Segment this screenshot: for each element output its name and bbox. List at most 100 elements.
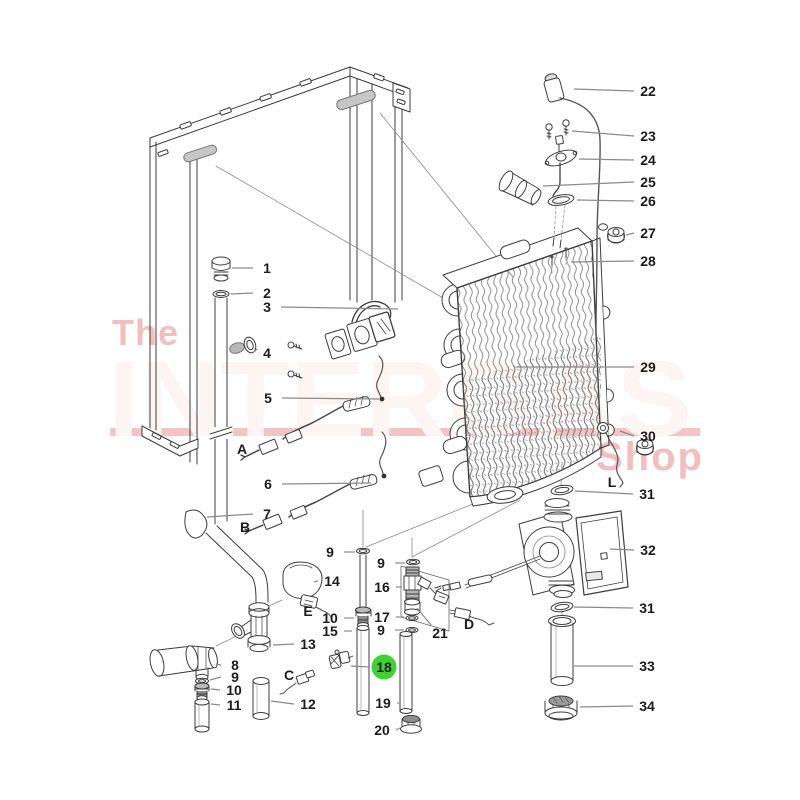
part-label-3: 3 [263, 299, 399, 315]
nut-20 [402, 714, 420, 724]
part-label-9: 9 [377, 622, 404, 638]
part-number-text: 9 [377, 555, 385, 571]
leader-line [571, 130, 635, 137]
part-label-24: 24 [578, 152, 656, 168]
pump-32 [434, 498, 629, 598]
part-label-C: C [284, 667, 294, 683]
part-number-text: 10 [322, 610, 338, 626]
part-label-33: 33 [574, 658, 655, 674]
part-number-text: 1 [263, 260, 271, 276]
part-number-text: 21 [432, 625, 448, 641]
wire-e [315, 606, 332, 618]
part-number-text: 25 [640, 174, 656, 190]
part-number-text: 33 [639, 658, 655, 674]
leader-line [609, 548, 635, 551]
leader-line [542, 181, 635, 187]
part-label-10: 10 [210, 682, 242, 698]
part-label-14: 14 [313, 573, 340, 589]
mounting-pin [336, 89, 376, 111]
part-label-L: L [608, 474, 617, 490]
part-label-31: 31 [574, 486, 655, 502]
part-number-text: 13 [300, 636, 316, 652]
sleeve-21 [404, 598, 420, 606]
electrode-upper [240, 355, 385, 461]
part-label-10: 10 [322, 610, 354, 626]
elbow-7 [184, 509, 208, 539]
pipe-19 [399, 631, 413, 637]
pipe-15 [356, 625, 370, 631]
part-label-8: 8 [215, 657, 239, 673]
casing-back-panel [141, 66, 411, 465]
part-number-text: 29 [640, 359, 656, 375]
leader-line [395, 727, 401, 731]
part-label-19: 19 [375, 695, 399, 711]
part-number-text: 7 [263, 506, 271, 522]
part-number-text: 23 [640, 128, 656, 144]
leader-line [574, 490, 634, 495]
part-number-text: 20 [374, 722, 390, 738]
flange-nut-27 [598, 223, 625, 244]
part-number-text: 15 [322, 623, 338, 639]
part-label-9: 9 [377, 555, 405, 571]
leader-line [573, 606, 634, 609]
part-number-text: 18 [376, 659, 392, 675]
leader-line [206, 513, 254, 518]
part-number-text: 14 [324, 573, 340, 589]
leader-line [350, 665, 371, 668]
o-ring-31-top [550, 484, 574, 496]
watermark-underline [110, 428, 700, 436]
leader-line [281, 482, 372, 485]
leader-line [578, 158, 635, 161]
screw-23 [545, 123, 553, 131]
part-label-12: 12 [270, 696, 316, 712]
part-label-6: 6 [264, 476, 372, 492]
leader-line [252, 348, 258, 354]
o-ring-31-bottom [550, 601, 574, 613]
leader-line [570, 260, 635, 263]
o-ring-17 [405, 614, 419, 622]
highlight-circle [371, 654, 397, 680]
part-number-text: B [240, 519, 250, 535]
fitting-10 [194, 682, 210, 690]
gasket-2 [212, 290, 230, 298]
electrode-mount-parts [498, 119, 578, 249]
leader-line [416, 607, 432, 626]
gasket-26 [547, 194, 575, 206]
part-label-21: 21 [416, 607, 448, 641]
part-number-text: 8 [231, 657, 239, 673]
part-number-text: C [284, 667, 294, 683]
part-label-13: 13 [272, 636, 316, 652]
fitting-10 [355, 606, 371, 614]
part-label-E: E [303, 603, 312, 619]
leader-line [272, 643, 295, 646]
part-number-text: 9 [231, 669, 239, 685]
part-label-16: 16 [374, 579, 402, 595]
part-number-text: L [608, 474, 617, 490]
part-number-text: 12 [300, 696, 316, 712]
part-number-text: 27 [640, 225, 656, 241]
part-number-text: 34 [639, 698, 655, 714]
sensor-fitting-group [400, 558, 495, 634]
earth-wire-30 [597, 422, 654, 488]
leader-line [210, 703, 221, 706]
part-label-18-highlighted: 18 [350, 654, 397, 680]
part-label-D: D [464, 616, 474, 632]
part-number-text: 10 [226, 682, 242, 698]
part-label-23: 23 [571, 128, 656, 144]
part-label-5: 5 [264, 390, 380, 406]
part-number-text: 30 [640, 428, 656, 444]
part-number-text: 9 [326, 544, 334, 560]
part-label-11: 11 [210, 697, 242, 713]
siphon-pipes-group [328, 547, 422, 734]
leader-line [230, 292, 254, 295]
part-label-34: 34 [579, 698, 655, 714]
part-label-7: 7 [206, 506, 271, 522]
pipe-11 [194, 698, 210, 706]
part-label-30: 30 [619, 428, 656, 444]
three-way-valve-group [149, 561, 332, 733]
part-label-25: 25 [542, 174, 656, 190]
electrode-lower [244, 431, 387, 535]
union-nut-34 [544, 695, 578, 721]
